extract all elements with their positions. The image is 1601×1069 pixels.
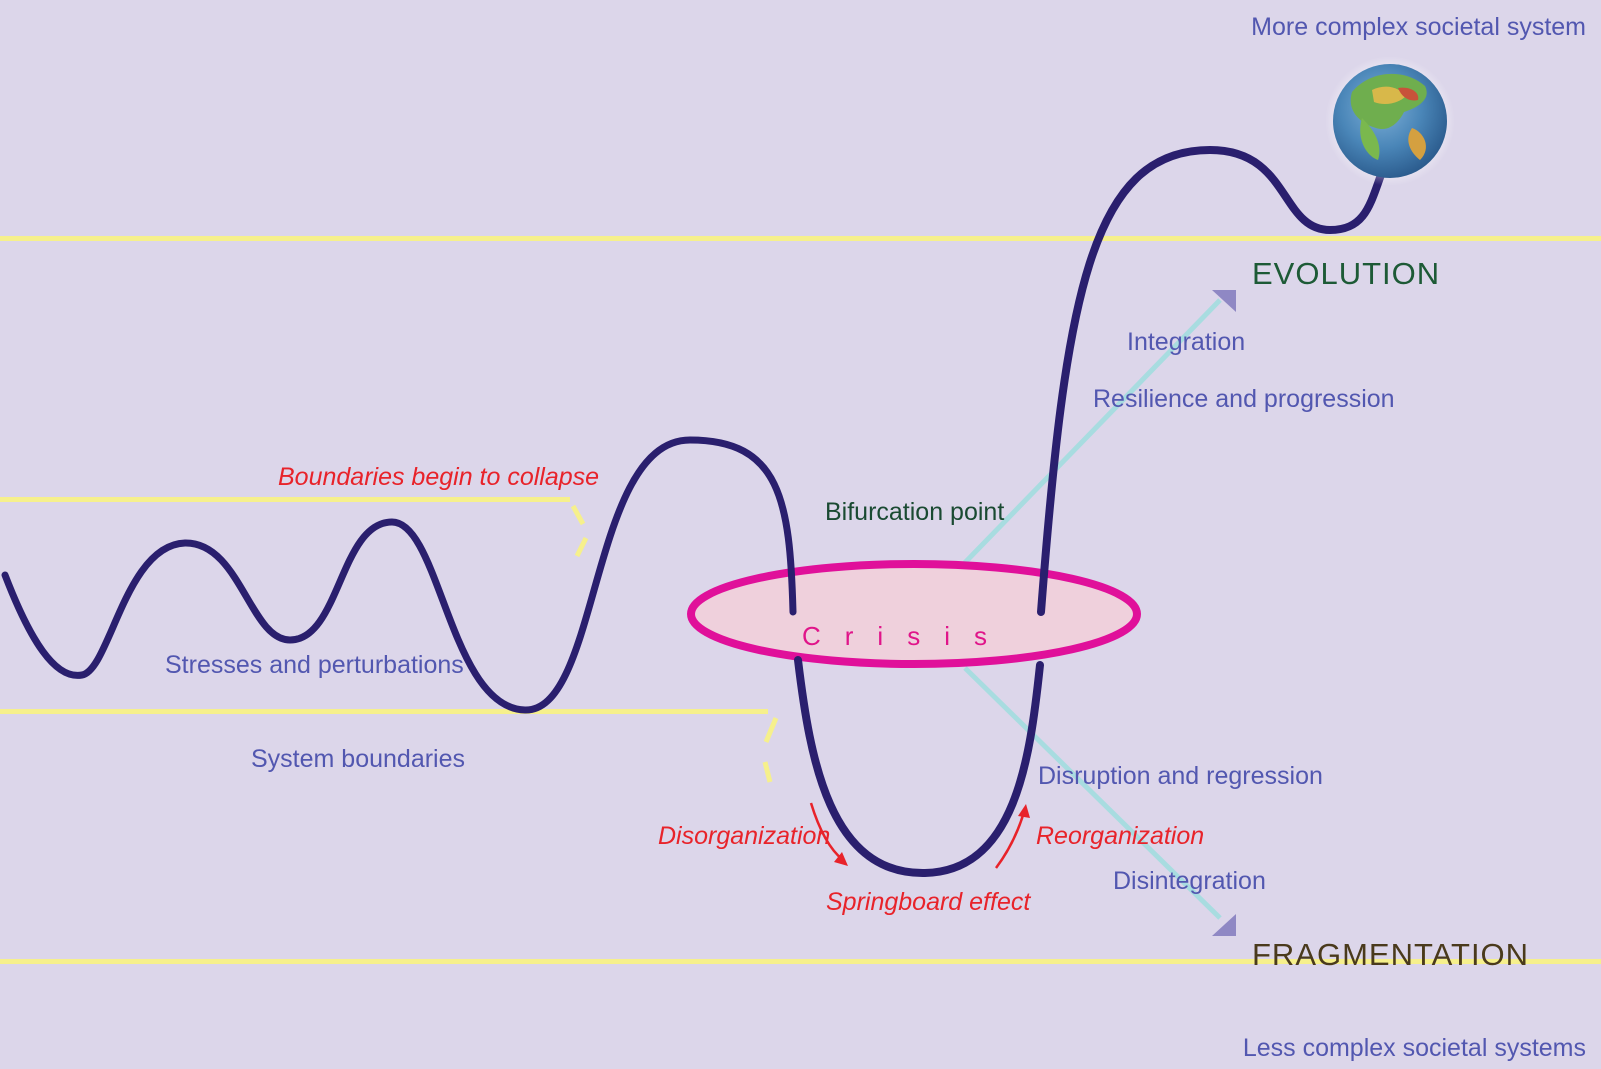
divergence-line-down	[963, 666, 1222, 920]
reorganization-arrowhead	[1018, 804, 1030, 818]
boundaries-collapse-label: Boundaries begin to collapse	[278, 463, 599, 491]
disorganization-arrowhead	[834, 852, 848, 866]
integration-label: Integration	[1127, 328, 1245, 356]
system-boundary-bottom	[0, 709, 768, 714]
fragmentation-arrowhead	[1212, 914, 1236, 936]
bifurcation-label: Bifurcation point	[825, 498, 1004, 526]
stresses-label: Stresses and perturbations	[165, 651, 464, 679]
reorganization-arrow	[994, 811, 1026, 869]
upper-complexity-line	[0, 236, 1601, 241]
less-complex-label: Less complex societal systems	[1243, 1034, 1586, 1062]
boundary-collapse-dash-top-1	[570, 504, 586, 526]
reorganization-label: Reorganization	[1036, 822, 1204, 850]
stress-wave	[1, 436, 797, 714]
resilience-label: Resilience and progression	[1093, 385, 1395, 413]
more-complex-label: More complex societal system	[1251, 13, 1586, 41]
lower-complexity-line	[0, 959, 1601, 964]
crisis-ring	[687, 560, 1141, 668]
boundary-collapse-dash-top-2	[574, 536, 589, 558]
boundary-collapse-dash-bottom-2	[762, 761, 773, 783]
disorganization-label: Disorganization	[658, 822, 830, 850]
evolution-arrowhead	[1212, 290, 1236, 312]
globe-icon	[1325, 56, 1455, 186]
crisis-trough-curve	[794, 656, 1044, 878]
disintegration-label: Disintegration	[1113, 867, 1266, 895]
disruption-label: Disruption and regression	[1038, 762, 1323, 790]
boundary-collapse-dash-bottom-1	[763, 717, 779, 743]
springboard-label: Springboard effect	[826, 888, 1031, 916]
evolution-label: EVOLUTION	[1252, 256, 1440, 291]
system-boundary-top	[0, 497, 570, 502]
system-boundaries-label: System boundaries	[251, 745, 465, 773]
crisis-label: Crisis	[802, 621, 1011, 651]
fragmentation-label: FRAGMENTATION	[1252, 937, 1529, 972]
evolution-rise-curve	[1037, 145, 1386, 616]
